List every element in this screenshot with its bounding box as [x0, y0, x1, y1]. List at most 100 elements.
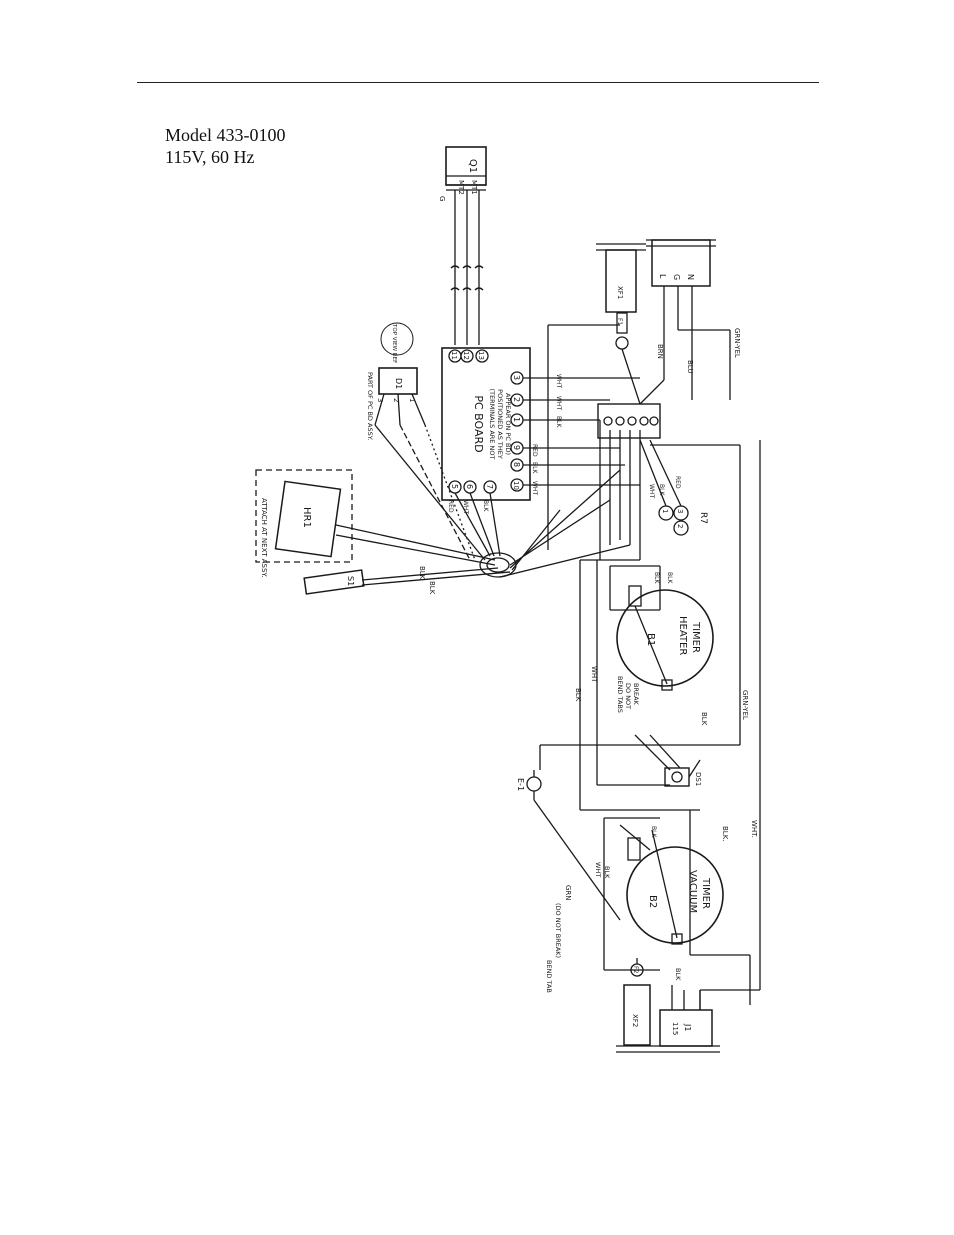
terminal-10: 10	[512, 481, 520, 490]
d1-pin-1: 1	[408, 398, 416, 402]
j1-115-label: 115	[671, 1022, 679, 1035]
s1-label: S1	[346, 576, 355, 586]
b1-blk-b: BLK	[666, 572, 673, 584]
terminal-2: 2	[512, 397, 521, 402]
r7-component	[639, 439, 689, 536]
terminal-7: 7	[485, 484, 494, 489]
pc-board-note-3: APPEAR ON PC BD)	[504, 393, 512, 455]
bend-tabs-2: DO NOT	[624, 683, 632, 709]
terminal-3: 3	[512, 375, 521, 380]
model-number: Model 433-0100	[165, 125, 286, 145]
e1-label: E-1	[516, 778, 525, 791]
wire-label-blk-left: BLK	[574, 688, 582, 702]
inlet-g-label: G	[672, 274, 681, 280]
s1-component	[303, 569, 365, 595]
terminal-1: 1	[512, 417, 521, 422]
xf2-label: XF2	[631, 1014, 639, 1027]
power-rating: 115V, 60 Hz	[165, 147, 255, 167]
terminal-9: 9	[512, 445, 521, 450]
b2-blk-top: BLK	[650, 826, 657, 838]
b2-vacuum-label: VACUUM	[687, 870, 698, 913]
b2-timer-label: TIMER	[700, 877, 711, 909]
wire-label-brn: BRN	[656, 344, 664, 359]
wire-label-blk-1: BLK	[555, 416, 562, 428]
wire-label-blk-bottom: BLK	[674, 968, 682, 981]
f1-label: F1	[616, 318, 623, 325]
wire-label-blk-s1b: BLK	[428, 581, 436, 595]
power-inlet	[639, 239, 731, 405]
d1-component	[374, 367, 486, 561]
main-harness	[539, 420, 761, 1010]
pc-board	[441, 347, 531, 501]
wire-label-wht-3: WHT	[555, 374, 562, 388]
bend-tabs-1: BEND TABS	[616, 676, 624, 713]
wire-label-blk-8: BLK	[531, 462, 538, 474]
wire-label-grn-yel-right: GRN-YEL	[741, 690, 749, 720]
wire-label-wht-2: WHT	[555, 396, 562, 410]
wire-label-red-r7: RED	[674, 476, 681, 489]
b2-blk: BLK	[603, 866, 611, 879]
wire-label-blk-r7: BLK	[658, 484, 665, 496]
pc-board-note-2: POSITIONED AS THEY	[496, 389, 504, 459]
bend-tabs-3: BREAK	[632, 683, 640, 706]
b1-blk-a: BLK	[653, 572, 660, 584]
xf2-j1-connectors	[616, 958, 720, 1053]
pc-board-title: PC BOARD	[472, 395, 485, 452]
attach-label: ATTACH AT NEXT ASSY.	[260, 498, 268, 578]
r7-pin-2: 2	[676, 524, 684, 528]
b1-heater-label: HEATER	[677, 616, 688, 655]
wire-label-blk-s1a: BLK	[418, 566, 426, 580]
wire-label-wht-left: WHT	[590, 666, 598, 683]
d1-pin-3: 3	[376, 398, 384, 402]
wire-label-wht-r7: WHT	[648, 484, 655, 498]
header-rule	[137, 82, 819, 83]
inlet-n-label: N	[686, 274, 695, 280]
q1-label: Q1	[467, 159, 478, 173]
wire-label-blk-7: BLK	[482, 500, 489, 512]
wire-label-wht-10: WHT	[531, 481, 538, 495]
b2-vacuum-timer	[603, 817, 724, 971]
ds1-switch	[634, 734, 701, 787]
wire-label-grn: GRN	[564, 885, 572, 901]
pc-board-note-1: (TERMINALS ARE NOT	[488, 389, 496, 460]
d1-label: D1	[394, 378, 403, 389]
terminal-12: 12	[462, 351, 470, 360]
wire-label-wht-dot: WHT.	[750, 820, 758, 838]
f2-label: F2	[632, 966, 639, 973]
j1-label: J1	[683, 1023, 692, 1031]
part-of-pc-label: PART OF PC BD ASSY.	[366, 372, 374, 440]
b1-heater-timer	[609, 565, 714, 691]
pc-board-wires	[523, 324, 640, 550]
q1-mt1-label: MT1	[470, 180, 478, 195]
r7-pin-1: 1	[661, 509, 669, 513]
b1-timer-label: TIMER	[690, 621, 701, 653]
b2-label: B2	[647, 895, 658, 908]
e1-lamp	[526, 770, 621, 921]
bend-tab-2: (DO NOT BREAK)	[554, 903, 562, 958]
q1-component	[445, 146, 487, 345]
grommet	[335, 469, 631, 586]
wire-label-grn-yel-top: GRN-YEL	[733, 328, 741, 358]
r7-pin-3: 3	[676, 509, 684, 513]
b1-label: B1	[645, 633, 656, 646]
ds1-label: DS1	[694, 772, 702, 786]
r7-label: R7	[698, 512, 708, 524]
q1-g-label: G	[438, 196, 446, 201]
terminal-5: 5	[450, 484, 459, 489]
top-view-label: TOP VIEW REF	[391, 323, 397, 363]
wire-label-red-5: RED	[447, 500, 454, 513]
terminal-8: 8	[512, 462, 521, 467]
terminal-strip	[597, 403, 661, 439]
q1-mt2-label: MT2	[457, 180, 465, 195]
wire-label-red-9: RED	[531, 444, 538, 457]
hr1-label: HR1	[301, 507, 312, 528]
terminal-11: 11	[450, 351, 458, 360]
wire-label-blk-dot: BLK.	[721, 826, 729, 842]
bend-tab-1: BEND TAB	[545, 960, 553, 993]
wire-label-blk-b1: BLK	[700, 712, 708, 726]
wire-label-wht-6: WHT	[462, 500, 469, 514]
hr1-area	[255, 469, 353, 563]
xf1-label: XF1	[616, 286, 624, 299]
terminal-6: 6	[465, 484, 474, 489]
